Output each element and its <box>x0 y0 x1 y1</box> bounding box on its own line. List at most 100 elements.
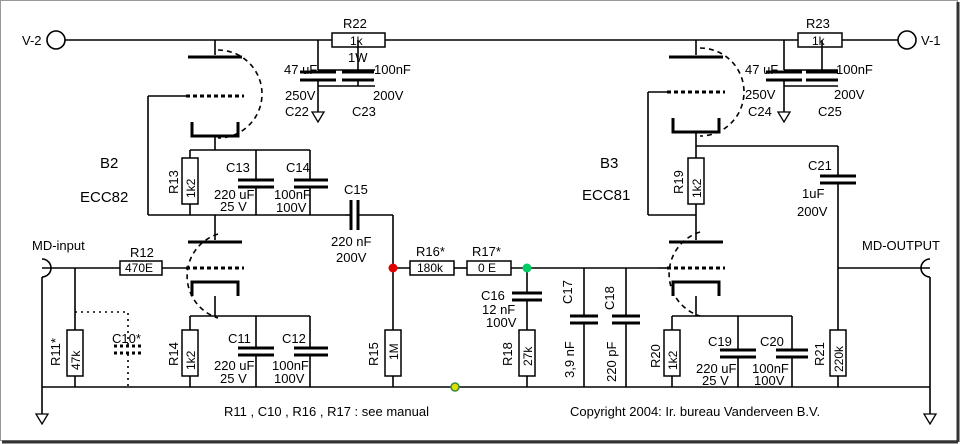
b3-type: ECC81 <box>582 187 630 204</box>
r22-ref: R22 <box>343 16 367 31</box>
r18-value: 27k <box>521 346 535 366</box>
tube-b3-lower <box>667 231 725 317</box>
c11-rating: 25 V <box>220 371 247 386</box>
r11-ref: R11* <box>48 338 63 366</box>
note-copyright: Copyright 2004: Ir. bureau Vanderveen B.… <box>570 404 820 419</box>
md-input-jack <box>34 258 186 426</box>
r15-value: 1M <box>387 343 401 360</box>
capacitor-c24-c25 <box>766 40 838 124</box>
c15-value: 220 nF <box>331 234 372 249</box>
label-md-input: MD-input <box>32 238 85 253</box>
supply-rail <box>46 30 917 50</box>
r23-ref: R23 <box>806 16 830 31</box>
c14-value: 100nF <box>274 187 311 202</box>
b2-ref: B2 <box>100 155 118 172</box>
c12-value: 100nF <box>272 358 309 373</box>
terminal-v1 <box>897 30 917 50</box>
c13-ref: C13 <box>226 160 250 175</box>
c13-rating: 25 V <box>220 199 247 214</box>
r21-ref: R21 <box>812 342 827 366</box>
c22-rating: 250V <box>285 88 316 103</box>
r20-ref: R20 <box>648 344 663 368</box>
r19-value: 1k2 <box>690 178 704 198</box>
node-red <box>388 263 398 273</box>
r20-value: 1k2 <box>666 350 680 370</box>
c19-value: 220 uF <box>696 361 737 376</box>
label-v2: V-2 <box>22 33 42 48</box>
c16-value: 12 nF <box>482 302 515 317</box>
r16-value: 180k <box>417 261 444 275</box>
r19-ref: R19 <box>671 170 686 194</box>
node-ground <box>450 382 460 392</box>
input-network <box>66 268 142 387</box>
c16-ref: C16 <box>481 288 505 303</box>
c18-value: 220 pF <box>604 341 619 382</box>
c21-value: 1uF <box>802 186 824 201</box>
r17-value: 0 E <box>478 261 496 275</box>
c15-rating: 200V <box>336 250 367 265</box>
c23-value: 100nF <box>374 62 411 77</box>
c12-ref: C12 <box>282 331 306 346</box>
c19-rating: 25 V <box>702 373 729 388</box>
c13-value: 220 uF <box>214 187 255 202</box>
r16-ref: R16* <box>416 244 445 259</box>
c25-value: 100nF <box>836 62 873 77</box>
node-green <box>522 263 532 273</box>
series-network <box>393 260 668 276</box>
c19-ref: C19 <box>708 334 732 349</box>
c17-value: 3,9 nF <box>562 341 577 378</box>
r22-value: 1k <box>350 34 364 48</box>
c24-value: 47 uF <box>745 62 778 77</box>
stage1-lower-cathode <box>181 296 328 387</box>
c17-c18-branch <box>570 268 640 387</box>
c16-rating: 100V <box>486 315 517 330</box>
b3-ref: B3 <box>600 155 618 172</box>
c21-ref: C21 <box>808 158 832 173</box>
capacitor-c22-c23 <box>300 40 375 124</box>
label-md-output: MD-OUTPUT <box>862 238 940 253</box>
r14-ref: R14 <box>166 342 181 366</box>
c18-ref: C18 <box>602 286 617 310</box>
c10-ref: C10* <box>112 331 141 346</box>
c17-ref: C17 <box>560 280 575 304</box>
c24-ref: C24 <box>748 104 772 119</box>
b2-type: ECC82 <box>80 189 128 206</box>
stage1-upper-cathode <box>147 96 345 216</box>
note-manual: R11 , C10 , R16 , R17 : see manual <box>224 404 429 419</box>
label-v1: V-1 <box>921 33 941 48</box>
tube-b2-lower <box>186 215 244 319</box>
r11-value: 47k <box>69 350 83 370</box>
stage2-upper-cathode <box>647 92 856 330</box>
c11-value: 220 uF <box>214 358 255 373</box>
r15-ref: R15 <box>366 342 381 366</box>
c21-rating: 200V <box>797 204 828 219</box>
r12-ref: R12 <box>130 245 154 260</box>
c16-r18-branch <box>512 268 542 387</box>
c23-ref: C23 <box>352 104 376 119</box>
c14-ref: C14 <box>286 160 310 175</box>
c22-value: 47 uF <box>284 62 317 77</box>
output-network <box>829 258 938 426</box>
c14-rating: 100V <box>276 200 307 215</box>
c11-ref: C11 <box>228 331 251 346</box>
c20-value: 100nF <box>752 361 789 376</box>
c15-ref: C15 <box>344 182 368 197</box>
c22-ref: C22 <box>285 104 309 119</box>
r14-value: 1k2 <box>184 350 198 370</box>
c23-rating: 200V <box>373 88 404 103</box>
c25-ref: C25 <box>818 104 842 119</box>
capacitor-c15 <box>345 200 394 268</box>
c20-ref: C20 <box>760 334 784 349</box>
resistor-r23 <box>797 32 843 48</box>
c24-rating: 250V <box>745 87 776 102</box>
stage2-lower-cathode <box>663 296 808 387</box>
c25-rating: 200V <box>834 87 865 102</box>
r18-ref: R18 <box>500 342 515 366</box>
resistor-r15-branch <box>384 268 402 387</box>
r21-value: 220k <box>832 345 846 372</box>
c12-rating: 100V <box>274 371 305 386</box>
r12-value: 470E <box>125 261 153 275</box>
